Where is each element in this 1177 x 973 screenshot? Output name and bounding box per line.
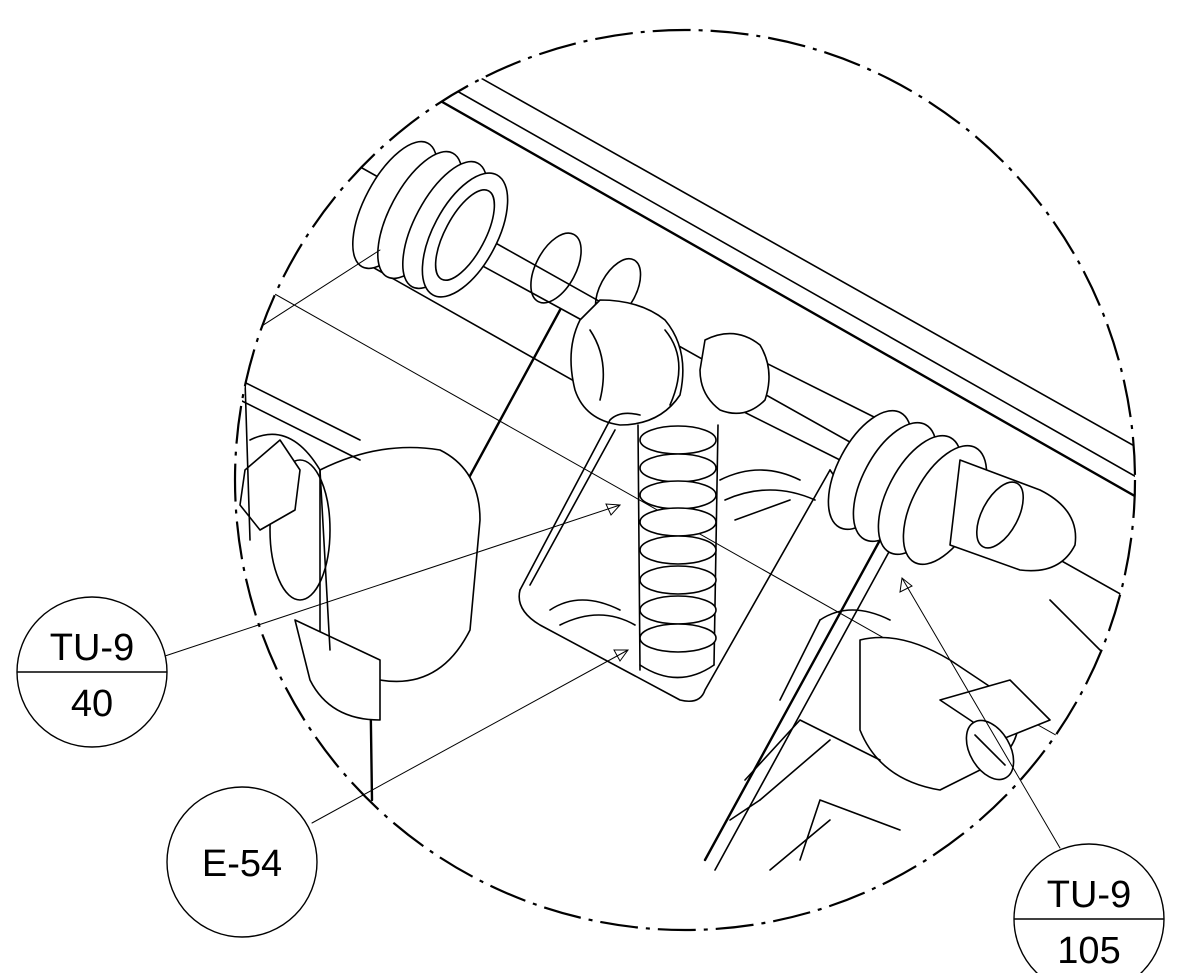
vertical-stem (637, 424, 719, 679)
lower-clamp (729, 599, 1101, 871)
window-parts (549, 469, 816, 626)
callout-tu9-105-bottom: 105 (1057, 930, 1120, 972)
detail-boundary (233, 28, 1137, 932)
left-elbow (239, 433, 481, 721)
callout-tu9-105: TU-9 105 (1013, 843, 1165, 973)
leader-lines (164, 503, 1061, 849)
leader-e54 (311, 649, 629, 824)
tee-fitting (570, 299, 770, 426)
callout-e54-label: E-54 (202, 843, 282, 885)
callout-tu9-40: TU-9 40 (16, 596, 168, 748)
leader-e54-arrow (613, 649, 629, 662)
callout-e54: E-54 (166, 786, 318, 938)
callout-tu9-40-bottom: 40 (71, 683, 113, 725)
leader-tu9-105 (901, 577, 1061, 849)
left-coil-fitting (351, 140, 509, 298)
leader-tu9-105-arrow (899, 577, 913, 593)
callout-tu9-105-top: TU-9 (1047, 874, 1131, 916)
right-coil-fitting (827, 409, 1077, 572)
callout-tu9-40-top: TU-9 (50, 627, 134, 669)
leader-tu9-40 (164, 504, 621, 657)
leader-tu9-40-arrow (605, 503, 622, 516)
detail-contents (239, 30, 1135, 871)
